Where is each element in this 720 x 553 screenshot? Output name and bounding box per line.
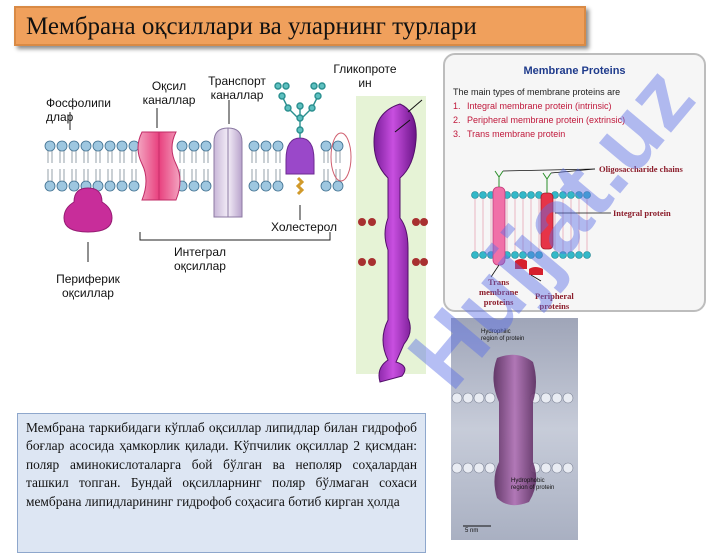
membrane-proteins-panel: Membrane Proteins The main types of memb…	[443, 53, 706, 312]
panel-item-3: 3.Trans membrane protein	[453, 129, 566, 139]
scale-label: 5 nm	[465, 528, 479, 534]
body-line-3: оқсиллар 2 қисмдан: поляр аминокислотала…	[26, 438, 418, 472]
transmembrane-protein-figure	[356, 96, 428, 383]
highlight-oval	[330, 132, 352, 182]
lipid-bilayer	[44, 140, 344, 192]
micrograph-illustration	[451, 318, 578, 540]
panel-membrane-diagram	[471, 168, 611, 282]
panel-title: Membrane Proteins	[523, 65, 626, 77]
title-banner: Мембрана оқсиллари ва уларнинг турлари	[14, 6, 586, 46]
cholesterol-label: Холестерол	[270, 220, 338, 234]
label-pointers	[69, 100, 331, 262]
panel-intro: The main types of membrane proteins are	[453, 87, 621, 97]
peripheral-protein	[63, 187, 113, 233]
body-line-6: липидларининг гидрофоб соҳасига ботиб ки…	[84, 493, 400, 509]
body-line-1: Мембрана таркибидаги кўплаб оқсиллар лип…	[26, 420, 358, 435]
body-line-2: гидрофоб боғлар асосида ҳамкорлик қилади…	[26, 420, 417, 454]
slide-title: Мембрана оқсиллари ва уларнинг турлари	[26, 13, 477, 40]
body-line-4: бўлган ва неполяр соҳалардан ташкил топг…	[26, 456, 418, 491]
transport-channel	[213, 127, 243, 218]
panel-item-1: 1.Integral membrane protein (intrinsic)	[453, 101, 612, 111]
membrane-diagram	[44, 82, 428, 383]
body-line-5: оқсилларнинг поляр бўлмаган сохаси мембр…	[26, 475, 417, 509]
panel-item-2: 2.Peripheral membrane protein (extrinsic…	[453, 115, 626, 125]
glycoprotein	[274, 82, 326, 175]
body-text-box: Мембрана таркибидаги кўплаб оқсиллар лип…	[17, 413, 426, 553]
cholesterol-molecule	[295, 176, 305, 196]
oligosaccharide-label: Oligosaccharide chains	[599, 164, 683, 174]
integral-protein-label: Integral protein	[613, 208, 671, 218]
protein-channel	[137, 131, 181, 201]
